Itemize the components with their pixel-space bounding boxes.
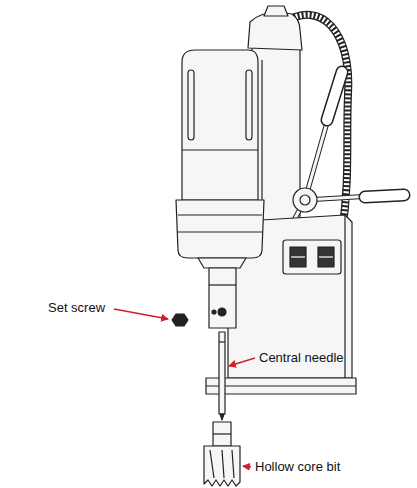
- part-label: Set screw: [48, 300, 105, 316]
- part-label: Hollow core bit: [255, 459, 340, 475]
- leader-line: [114, 309, 168, 319]
- leader-line: [243, 466, 251, 467]
- part-label: Central needle: [259, 350, 344, 366]
- leader-line: [229, 358, 255, 366]
